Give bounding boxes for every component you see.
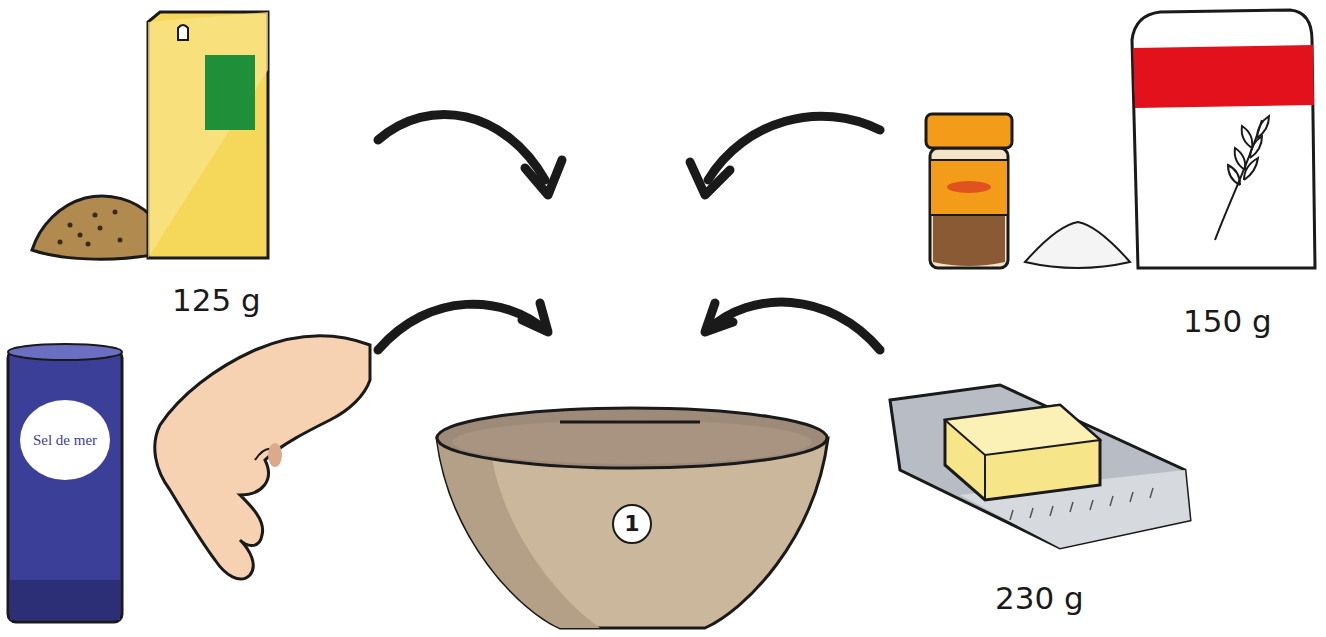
bowl-inner-line [560, 421, 700, 424]
arrows [378, 114, 880, 350]
flour-bag [1132, 10, 1315, 268]
box-highlight [148, 12, 268, 258]
sugar-grains [58, 210, 123, 247]
sugar-box [148, 12, 268, 258]
bowl-inside [452, 420, 812, 464]
spice-contents [933, 215, 1005, 266]
butter-edge [984, 455, 986, 500]
label-oval: Sel de mer [20, 400, 110, 480]
hand-shade [268, 443, 282, 467]
butter-wrapper [890, 385, 1190, 548]
wheat-stalk [1215, 116, 1269, 240]
box-tab [178, 25, 188, 40]
quantity-label: 150 g [1183, 303, 1272, 339]
bowl-rim [437, 408, 827, 468]
quantity-label: 125 g [172, 282, 261, 318]
salt-can-lid [8, 344, 122, 360]
box-label [205, 55, 255, 130]
salt-can [8, 350, 122, 622]
butter-top [945, 405, 1100, 455]
salt-label-text: Sel de mer [33, 432, 97, 449]
pinching-hand [155, 336, 370, 579]
butter-block [945, 405, 1100, 500]
quantity-label: 230 g [995, 580, 1084, 616]
flour-pile [1025, 222, 1130, 268]
spice-label [930, 160, 1008, 215]
spice-cap [926, 114, 1012, 148]
sugar-pile [32, 196, 152, 259]
callout-circle: 1 [612, 504, 652, 544]
bag-band [1133, 45, 1314, 108]
spice-jar [930, 148, 1008, 268]
salt-can-shadow [10, 580, 120, 620]
spice-label-mark [947, 181, 991, 193]
callout-number: 1 [624, 512, 639, 536]
